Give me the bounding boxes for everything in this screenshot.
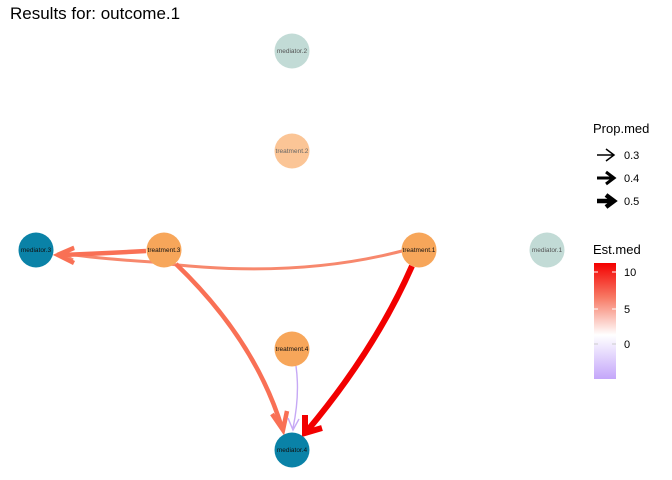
legend-title: Est.med [593,242,641,257]
legend-label: 0.3 [624,150,639,162]
colorbar-tick: 10 [624,267,636,279]
node-treatment-2[interactable]: treatment.2 [274,133,310,169]
node-mediator-3[interactable]: mediator.3 [18,232,54,268]
edges [52,245,415,438]
legend-est-med: Est.med 10 5 0 [593,242,641,379]
plot-title: Results for: outcome.1 [10,4,181,23]
node-circle [18,232,54,268]
node-circle [274,331,310,367]
node-mediator-2[interactable]: mediator.2 [274,33,310,69]
node-treatment-3[interactable]: treatment.3 [146,232,182,268]
node-label: treatment.4 [276,346,309,353]
node-treatment-4[interactable]: treatment.4 [274,331,310,367]
edge-treatment1-mediator4 [302,264,415,438]
legend-item: 0.3 [597,148,639,162]
node-mediator-1[interactable]: mediator.1 [529,232,565,268]
nodes: mediator.2 treatment.2 mediator.3 treatm… [18,33,565,468]
arrow-icon [597,148,616,162]
legend-prop-med: Prop.med 0.3 0.4 0.5 [593,121,649,209]
node-circle [146,232,182,268]
node-circle [274,133,310,169]
legend-title: Prop.med [593,121,649,136]
edge-treatment3-mediator4 [174,262,290,436]
colorbar [594,263,616,379]
edge-treatment3-mediator3 [52,245,147,266]
node-label: treatment.2 [276,148,309,155]
node-mediator-4[interactable]: mediator.4 [274,432,310,468]
colorbar-tick: 5 [624,304,630,316]
node-label: mediator.4 [277,447,308,454]
node-label: mediator.1 [532,247,563,254]
node-label: mediator.2 [277,48,308,55]
edge-treatment1-mediator3 [56,245,403,271]
legend-item: 0.4 [597,170,639,186]
legend-label: 0.4 [624,173,639,185]
node-circle [401,232,437,268]
node-label: mediator.3 [21,247,52,254]
node-label: treatment.1 [403,247,436,254]
colorbar-tick: 0 [624,339,630,351]
arrow-icon [597,170,617,186]
edge-treatment4-mediator4 [287,365,300,432]
node-circle [274,33,310,69]
node-label: treatment.3 [148,247,181,254]
node-treatment-1[interactable]: treatment.1 [401,232,437,268]
node-circle [274,432,310,468]
legend-item: 0.5 [597,193,639,209]
node-circle [529,232,565,268]
arrow-icon [597,193,618,209]
legend-label: 0.5 [624,196,639,208]
